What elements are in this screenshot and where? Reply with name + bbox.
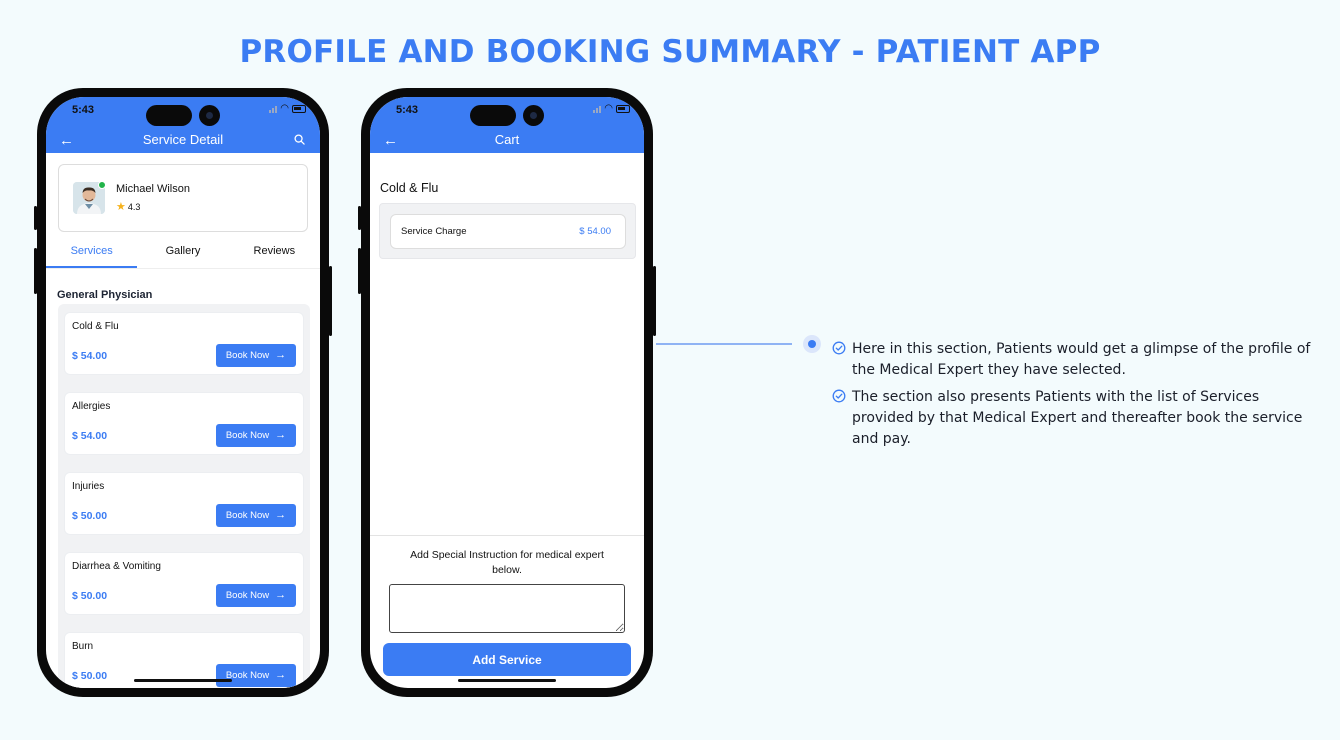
instruction-label: Add Special Instruction for medical expe… — [410, 549, 604, 576]
search-icon[interactable] — [294, 134, 305, 145]
arrow-left-icon[interactable]: ← — [59, 132, 74, 149]
check-circle-icon — [832, 341, 846, 355]
book-now-button[interactable]: Book Now → — [216, 664, 296, 687]
status-time: 5:43 — [72, 104, 95, 116]
service-list: Cold & Flu $ 54.00 Book Now → Allergies $… — [58, 304, 310, 688]
divider — [370, 535, 644, 536]
arrow-right-icon: → — [275, 589, 287, 601]
note-text: The section also presents Patients with … — [852, 389, 1303, 447]
doctor-profile-card[interactable]: Michael Wilson ★ 4.3 — [58, 164, 308, 232]
arrow-left-icon[interactable]: ← — [383, 132, 398, 149]
doctor-rating: ★ 4.3 — [116, 200, 140, 213]
service-name: Cold & Flu — [72, 321, 119, 332]
app-bar: 5:43 ◠ ← Cart — [370, 97, 644, 153]
arrow-right-icon: → — [275, 509, 287, 521]
service-name: Injuries — [72, 481, 105, 492]
status-icons: ◠ — [593, 103, 630, 114]
phone-cart: 5:43 ◠ ← Cart Cold & Flu Service Charge … — [358, 88, 656, 697]
signal-icon — [593, 104, 602, 113]
home-indicator[interactable] — [134, 679, 232, 682]
arrow-right-icon: → — [275, 349, 287, 361]
service-item: Burn $ 50.00 Book Now → — [65, 633, 303, 688]
status-time: 5:43 — [396, 104, 419, 116]
service-name: Burn — [72, 641, 94, 652]
app-bar: 5:43 ◠ ← Service Detail — [46, 97, 320, 153]
home-indicator[interactable] — [458, 679, 556, 682]
tab-reviews[interactable]: Reviews — [253, 245, 296, 257]
service-item: Allergies $ 54.00 Book Now → — [65, 393, 303, 454]
wifi-icon: ◠ — [280, 103, 289, 114]
camera-icon — [523, 105, 544, 126]
add-service-button[interactable]: Add Service — [383, 643, 631, 676]
online-status-icon — [98, 181, 106, 189]
book-now-label: Book Now — [225, 670, 270, 681]
screen: 5:43 ◠ ← Service Detail — [46, 97, 320, 688]
book-now-label: Book Now — [225, 510, 270, 521]
service-item: Injuries $ 50.00 Book Now → — [65, 473, 303, 534]
arrow-right-icon: → — [275, 669, 287, 681]
camera-icon — [199, 105, 220, 126]
service-name: Diarrhea & Vomiting — [72, 561, 161, 572]
dynamic-island — [146, 105, 192, 126]
profile-tabs: Services Gallery Reviews — [46, 245, 320, 269]
book-now-button[interactable]: Book Now → — [216, 504, 296, 527]
service-price: $ 54.00 — [72, 430, 108, 442]
section-heading: General Physician — [57, 289, 153, 301]
screen-title: Service Detail — [142, 132, 224, 147]
screen-title: Cart — [494, 132, 520, 147]
book-now-button[interactable]: Book Now → — [216, 424, 296, 447]
phone-service-detail: 5:43 ◠ ← Service Detail — [34, 88, 332, 697]
service-price: $ 50.00 — [72, 510, 108, 522]
connector-line — [656, 343, 792, 345]
service-charge-value: $ 54.00 — [579, 226, 611, 237]
service-charge-row: Service Charge $ 54.00 — [390, 214, 626, 249]
service-price: $ 54.00 — [72, 350, 108, 362]
book-now-button[interactable]: Book Now → — [216, 584, 296, 607]
check-circle-icon — [832, 389, 846, 403]
note-item: The section also presents Patients with … — [832, 387, 1312, 450]
book-now-label: Book Now — [225, 430, 270, 441]
cart-heading: Cold & Flu — [380, 181, 439, 195]
service-item: Diarrhea & Vomiting $ 50.00 Book Now → — [65, 553, 303, 614]
screen: 5:43 ◠ ← Cart Cold & Flu Service Charge … — [370, 97, 644, 688]
book-now-button[interactable]: Book Now → — [216, 344, 296, 367]
note-text: Here in this section, Patients would get… — [852, 341, 1311, 378]
battery-icon — [616, 104, 630, 113]
dynamic-island — [470, 105, 516, 126]
page-title: PROFILE AND BOOKING SUMMARY - PATIENT AP… — [239, 34, 1101, 70]
rating-value: 4.3 — [127, 201, 141, 212]
battery-icon — [292, 104, 306, 113]
wifi-icon: ◠ — [604, 103, 613, 114]
tab-services[interactable]: Services — [46, 245, 138, 268]
star-icon: ★ — [116, 201, 126, 213]
service-item: Cold & Flu $ 54.00 Book Now → — [65, 313, 303, 374]
book-now-label: Book Now — [225, 590, 270, 601]
service-charge-section: Service Charge $ 54.00 — [379, 203, 636, 259]
tab-gallery[interactable]: Gallery — [165, 245, 201, 257]
signal-icon — [269, 104, 278, 113]
doctor-name: Michael Wilson — [116, 183, 190, 195]
notes: Here in this section, Patients would get… — [832, 339, 1312, 456]
service-charge-label: Service Charge — [401, 226, 467, 237]
arrow-right-icon: → — [275, 429, 287, 441]
status-icons: ◠ — [269, 103, 306, 114]
service-price: $ 50.00 — [72, 590, 108, 602]
connector-dot-icon — [803, 335, 821, 353]
service-price: $ 50.00 — [72, 670, 108, 682]
service-name: Allergies — [72, 401, 111, 412]
book-now-label: Book Now — [225, 350, 270, 361]
note-item: Here in this section, Patients would get… — [832, 339, 1312, 381]
instruction-input[interactable] — [389, 584, 625, 633]
